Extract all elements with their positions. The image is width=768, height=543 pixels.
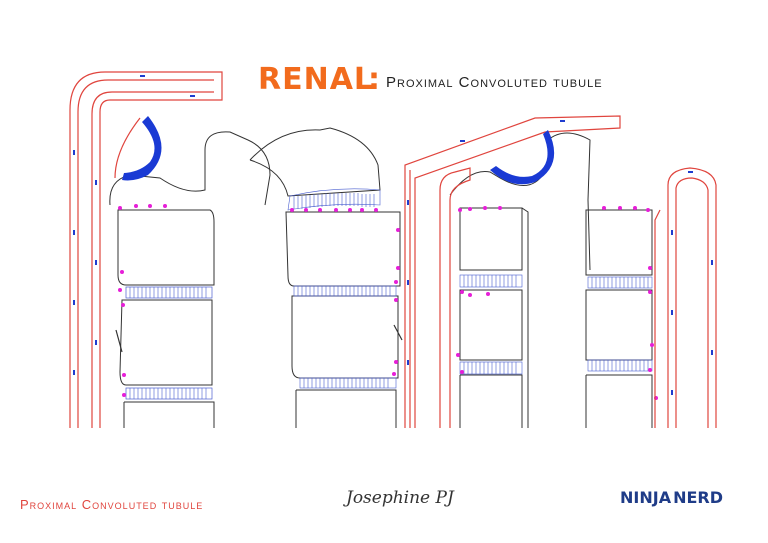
right-microvilli-lines bbox=[459, 274, 653, 375]
center-microvilli-lines bbox=[287, 188, 397, 389]
author-signature: Josephine PJ bbox=[346, 488, 454, 508]
page-title: RENAL bbox=[258, 62, 375, 97]
left-junctions bbox=[118, 204, 167, 397]
page-subtitle: Proximal Convoluted tubule bbox=[386, 74, 603, 91]
left-capillary bbox=[69, 71, 223, 428]
left-tubule-top bbox=[109, 131, 271, 206]
footer-label: Proximal Convoluted tubule bbox=[20, 497, 204, 512]
center-basement-mark bbox=[393, 324, 403, 341]
center-capillary-nuclei bbox=[407, 120, 565, 365]
logo-part2: NERD bbox=[673, 488, 723, 507]
left-basement-mark bbox=[115, 329, 123, 353]
far-right-nuclei bbox=[671, 171, 713, 395]
left-capillary-bend bbox=[114, 117, 141, 179]
left-crescent bbox=[122, 116, 162, 181]
left-capillary-nuclei bbox=[73, 75, 195, 375]
center-tubule bbox=[249, 127, 401, 428]
center-capillary bbox=[404, 115, 621, 428]
right-capillary-inner bbox=[439, 167, 661, 428]
title-colon: : bbox=[368, 62, 380, 97]
left-cells bbox=[117, 209, 215, 428]
left-microvilli-lines bbox=[129, 287, 207, 399]
far-right-capillary bbox=[667, 167, 717, 428]
left-microvilli bbox=[125, 286, 213, 400]
right-junctions bbox=[456, 206, 658, 400]
logo-part1: NINJA bbox=[620, 488, 672, 507]
center-junctions bbox=[290, 208, 400, 376]
right-crescent bbox=[490, 130, 555, 185]
